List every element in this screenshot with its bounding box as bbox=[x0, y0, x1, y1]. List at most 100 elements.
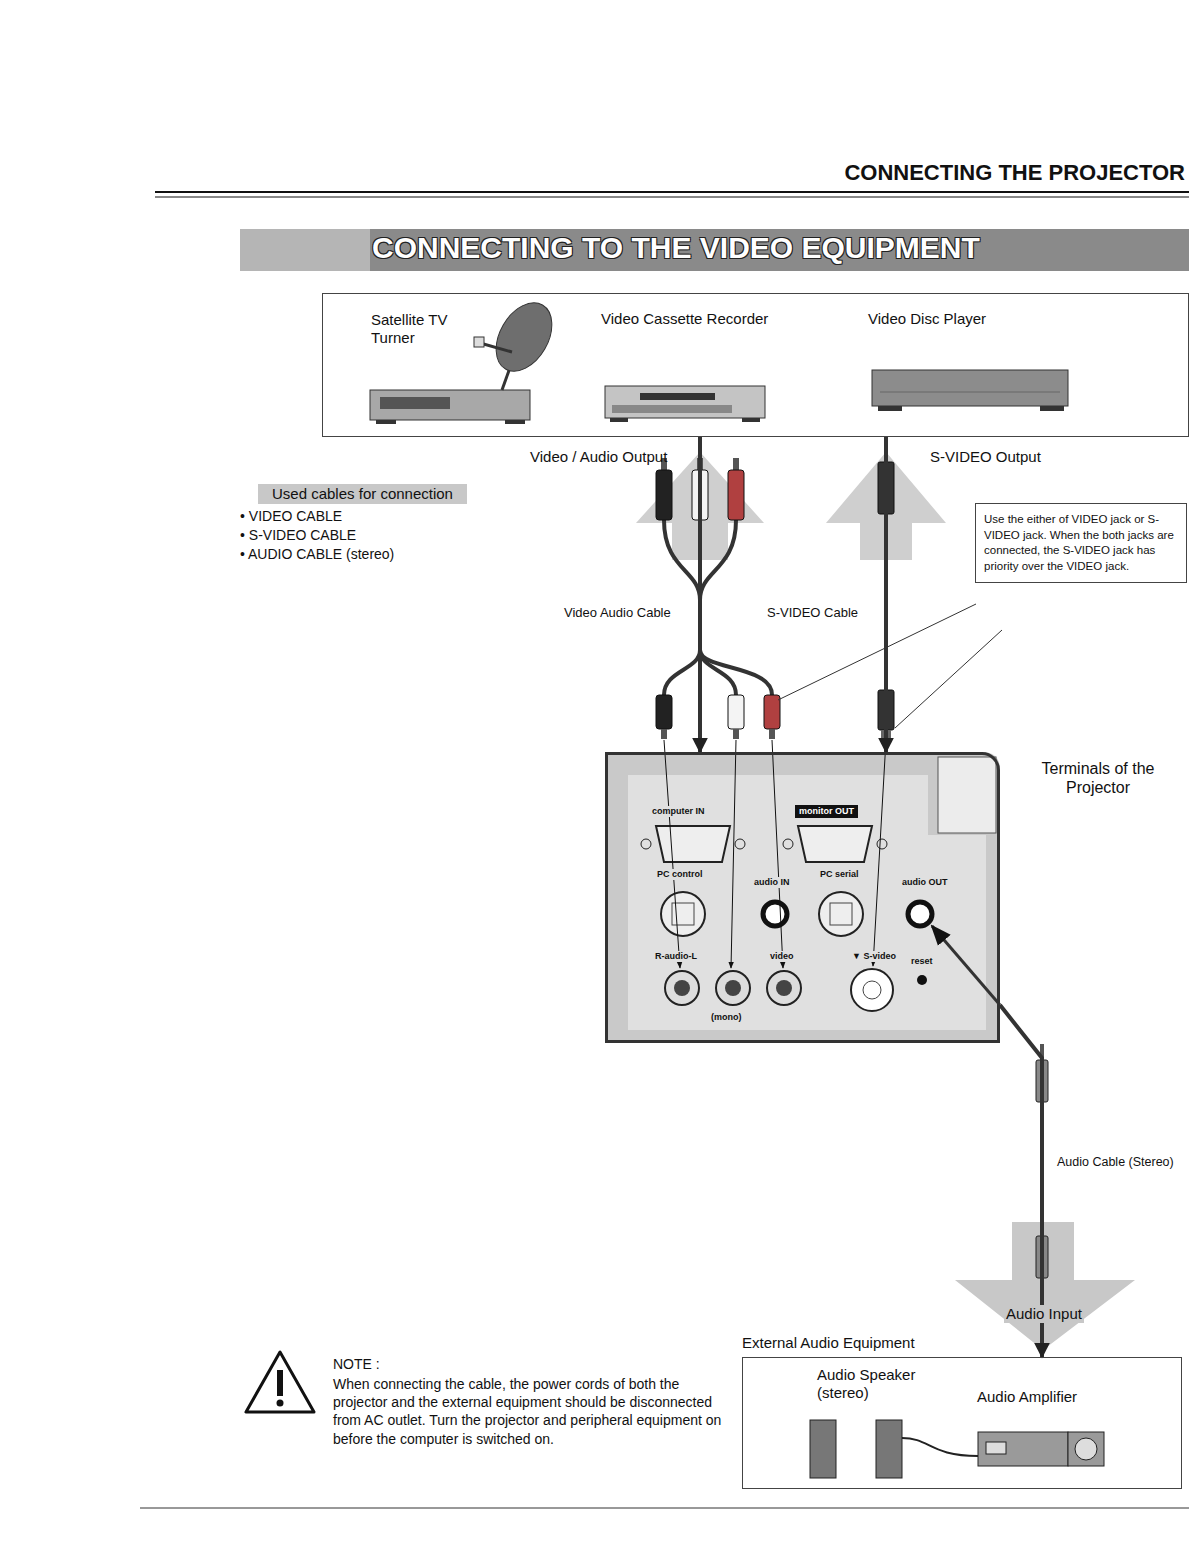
tuner-foot bbox=[376, 420, 396, 424]
s-video-jack-pins bbox=[863, 981, 881, 999]
input-arrow bbox=[955, 1222, 1135, 1350]
header-rule bbox=[155, 191, 1189, 193]
disc-player-body bbox=[872, 370, 1068, 406]
din-pins bbox=[830, 903, 852, 925]
terminal-label: monitor OUT bbox=[795, 805, 858, 818]
speaker bbox=[876, 1420, 902, 1478]
node-label: Video Cassette Recorder bbox=[601, 310, 821, 328]
output-label: S-VIDEO Output bbox=[930, 448, 1041, 466]
node-heading: External Audio Equipment bbox=[742, 1334, 1002, 1352]
page-header: CONNECTING THE PROJECTOR bbox=[844, 160, 1185, 186]
rca-plug bbox=[728, 695, 744, 729]
jack-arrow bbox=[731, 740, 736, 968]
jack-arrow bbox=[873, 740, 886, 966]
speaker bbox=[810, 1420, 836, 1478]
node-heading: Terminals of the Projector bbox=[1018, 759, 1178, 797]
vcr-foot bbox=[742, 418, 760, 422]
warning-mark bbox=[277, 1370, 283, 1396]
callout-text: Use the either of VIDEO jack or S-VIDEO … bbox=[984, 512, 1178, 574]
node-label: Audio Speaker (stereo) bbox=[817, 1366, 937, 1402]
rca-plug bbox=[656, 470, 672, 520]
rca-plug bbox=[728, 470, 744, 520]
node-label: Audio Amplifier bbox=[977, 1388, 1137, 1406]
cable bbox=[700, 520, 736, 600]
terminal-label: reset bbox=[909, 956, 935, 967]
tuner-display bbox=[380, 397, 450, 409]
disc-player-foot bbox=[1040, 406, 1064, 411]
terminal-label: computer IN bbox=[650, 806, 707, 817]
dsub-connector bbox=[798, 826, 872, 862]
panel-notch bbox=[938, 757, 996, 833]
speaker-wire bbox=[902, 1438, 978, 1456]
terminal-label: R-audio-L bbox=[653, 951, 699, 962]
cable-label: Video Audio Cable bbox=[562, 605, 673, 621]
source-equipment-box: Satellite TV Turner Video Cassette Record… bbox=[322, 293, 1189, 437]
rca-plug bbox=[764, 695, 780, 729]
rca-jack bbox=[767, 971, 801, 1005]
terminal-label: ▼ S-video bbox=[850, 951, 898, 962]
audio-jack bbox=[908, 902, 932, 926]
rca-tip bbox=[733, 458, 739, 470]
amplifier bbox=[978, 1432, 1068, 1466]
panel-inner bbox=[628, 775, 928, 1030]
cable bbox=[664, 520, 700, 600]
amplifier-display bbox=[986, 1442, 1006, 1454]
rca-jack-center bbox=[674, 980, 690, 996]
title-banner-text: CONNECTING TO THE VIDEO EQUIPMENT bbox=[372, 230, 980, 266]
cable-list-item: • AUDIO CABLE (stereo) bbox=[240, 546, 394, 563]
jack-arrow bbox=[664, 740, 680, 968]
title-banner-fade bbox=[240, 229, 370, 271]
cable bbox=[700, 650, 772, 695]
tuner-foot bbox=[505, 420, 525, 424]
dish-arm bbox=[480, 343, 512, 352]
rca-tip bbox=[733, 729, 739, 739]
rca-jack-center bbox=[725, 980, 741, 996]
rca-plug bbox=[656, 695, 672, 729]
terminal-label: PC control bbox=[655, 869, 705, 880]
disc-player-foot bbox=[878, 406, 902, 411]
din-connector bbox=[661, 892, 705, 936]
cable-label: S-VIDEO Cable bbox=[765, 605, 860, 621]
warning-mark bbox=[277, 1400, 284, 1407]
screw bbox=[641, 839, 651, 849]
terminal-label: audio OUT bbox=[900, 877, 950, 888]
reset-button bbox=[917, 975, 927, 985]
amplifier-knob bbox=[1075, 1438, 1097, 1460]
warning-triangle bbox=[246, 1352, 314, 1412]
cable-connector bbox=[884, 437, 888, 752]
output-label: Video / Audio Output bbox=[530, 448, 667, 466]
rca-jack bbox=[716, 971, 750, 1005]
cable bbox=[664, 650, 700, 695]
note-text: When connecting the cable, the power cor… bbox=[333, 1375, 725, 1448]
cable-list-item: • VIDEO CABLE bbox=[240, 508, 342, 525]
s-video-jack bbox=[851, 969, 893, 1011]
panel-ground bbox=[605, 752, 1000, 1043]
vcr-slot bbox=[640, 393, 715, 400]
jack-arrow bbox=[772, 740, 783, 968]
screw bbox=[735, 839, 745, 849]
projector-terminal-panel: Terminals of the Projector bbox=[605, 752, 1000, 1043]
rca-jack bbox=[665, 971, 699, 1005]
rca-tip bbox=[769, 729, 775, 739]
screw bbox=[783, 839, 793, 849]
cable-list-item: • S-VIDEO CABLE bbox=[240, 527, 356, 544]
input-label: Audio Input bbox=[1004, 1305, 1084, 1323]
satellite-dish bbox=[485, 293, 564, 381]
cable-label: Audio Cable (Stereo) bbox=[1055, 1155, 1176, 1170]
rca-tip bbox=[661, 729, 667, 739]
node-label: Video Disc Player bbox=[868, 310, 1068, 328]
audio-jack bbox=[763, 902, 787, 926]
header-rule bbox=[155, 197, 1189, 198]
vcr-body bbox=[605, 386, 765, 418]
node-label: Satellite TV Turner bbox=[371, 311, 471, 347]
leader-line bbox=[895, 630, 1002, 728]
cable-list-heading: Used cables for connection bbox=[258, 484, 467, 504]
terminal-label: audio IN bbox=[752, 877, 792, 888]
vcr-buttons bbox=[612, 405, 732, 413]
note-heading: NOTE : bbox=[333, 1356, 380, 1373]
amplifier-panel bbox=[1068, 1432, 1104, 1466]
cable-connector bbox=[698, 437, 702, 752]
terminal-label: (mono) bbox=[709, 1012, 744, 1023]
external-audio-box: External Audio EquipmentAudio Speaker (s… bbox=[742, 1357, 1182, 1489]
rca-jack-center bbox=[776, 980, 792, 996]
